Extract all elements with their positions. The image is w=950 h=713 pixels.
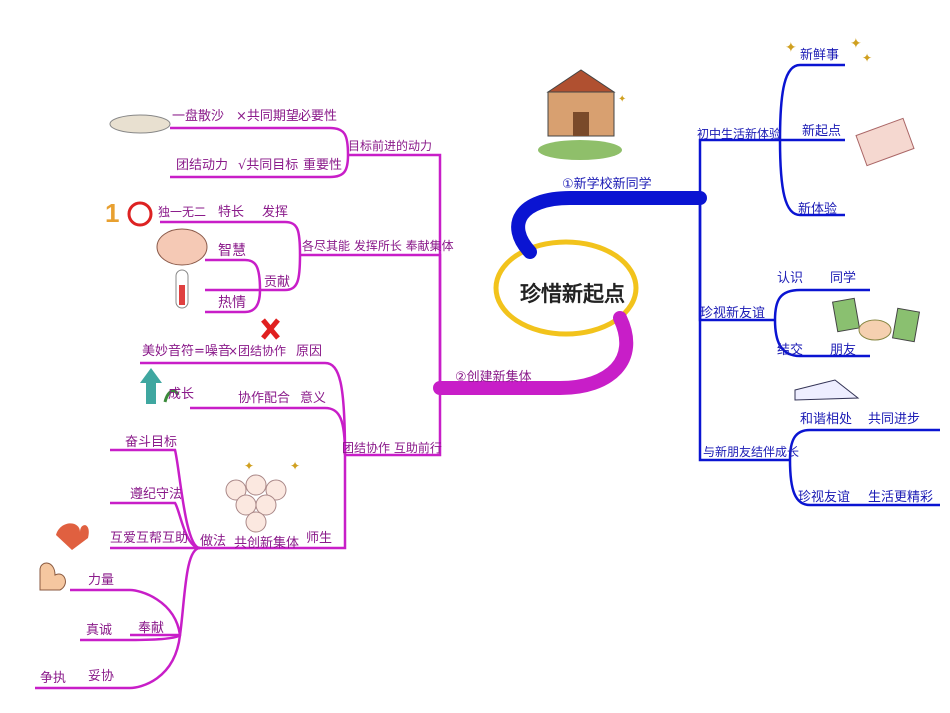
teacher-student-label: 师生 <box>306 531 333 546</box>
svg-text:✦: ✦ <box>785 40 797 56</box>
branch1-connector <box>511 191 707 259</box>
better-life-label: 生活更精彩 <box>868 490 934 505</box>
sand-pile-illustration <box>109 114 171 134</box>
stationery-illustration <box>855 117 915 167</box>
passion-label: 热情 <box>218 295 246 311</box>
cross-icon <box>261 318 280 340</box>
growth-label: 成长 <box>168 387 195 402</box>
strength-label: 力量 <box>88 573 115 588</box>
method-label: 做法 <box>200 534 227 549</box>
new-start-label: 新起点 <box>802 124 842 139</box>
thermometer-illustration <box>175 269 189 309</box>
school-illustration <box>538 69 622 160</box>
svg-text:✦: ✦ <box>244 459 254 473</box>
reason-label: 原因 <box>296 344 323 359</box>
unity-power-label: 团结动力 <box>176 158 229 173</box>
abilities-title: 各尽其能 发挥所长 奉献集体 <box>302 239 454 253</box>
svg-text:✦: ✦ <box>850 36 862 52</box>
wisdom-label: 智慧 <box>218 243 246 259</box>
struggle-goal-label: 奋斗目标 <box>125 435 178 450</box>
develop-label: 发挥 <box>262 205 289 220</box>
speciality-label: 特长 <box>218 205 245 220</box>
brain-illustration <box>156 228 208 266</box>
goal-motivation-title: 目标前进的动力 <box>348 139 433 153</box>
cooperation-title: 团结协作 互助前行 <box>342 441 442 455</box>
friend-label: 朋友 <box>830 343 857 358</box>
progress-together-label: 共同进步 <box>868 412 921 427</box>
dispute-label: 争执 <box>40 671 67 686</box>
contribute-label: 贡献 <box>264 275 291 290</box>
scattered-sand-label: 一盘散沙 <box>172 109 225 124</box>
unique-label: 独一无二 <box>158 205 207 219</box>
heart-leaf-icon <box>56 523 89 550</box>
no-cooperation-label: ×团结协作 <box>228 344 287 358</box>
sincerity-label: 真诚 <box>86 623 113 638</box>
know-label: 认识 <box>777 271 804 286</box>
common-goal-label: √共同目标 <box>238 158 299 173</box>
crowd-illustration <box>225 474 287 533</box>
necessity-label: 必要性 <box>298 109 338 124</box>
new-fresh-things-label: 新鲜事 <box>800 48 840 63</box>
classmate-label: 同学 <box>830 271 857 286</box>
build-collective-label: 共创新集体 <box>234 536 300 551</box>
handshake-illustration <box>831 297 921 343</box>
svg-text:1: 1 <box>105 198 119 228</box>
no-common-hope-label: ×共同期望 <box>236 109 299 124</box>
branch1-lines <box>698 63 940 507</box>
mutual-help-label: 互爱互帮互助 <box>110 531 189 546</box>
new-experience-label: 新体验 <box>798 202 838 217</box>
meaning-label: 意义 <box>300 391 327 406</box>
sparkle-icons: ✦ ✦ ✦ ✦ ✦ ✦ <box>244 36 872 473</box>
svg-text:✦: ✦ <box>290 459 300 473</box>
make-friends-label: 结交 <box>777 343 804 358</box>
branch1-sub1-title: 初中生活新体验 <box>697 127 782 141</box>
growth-arrow-icon <box>140 368 180 404</box>
branch2-title: ②创建新集体 <box>455 370 532 385</box>
train-illustration <box>794 379 860 401</box>
dedication-label: 奉献 <box>138 621 165 636</box>
coordination-label: 协作配合 <box>238 391 291 406</box>
svg-text:✦: ✦ <box>618 94 626 105</box>
branch1-sub2-title: 珍视新友谊 <box>700 306 766 321</box>
muscle-arm-icon <box>39 562 66 591</box>
branch1-sub3-title: 与新朋友结伴成长 <box>703 445 800 459</box>
branch2-lines <box>35 126 442 690</box>
harmony-label: 和谐相处 <box>800 412 853 427</box>
compromise-label: 妥协 <box>88 669 115 684</box>
center-ellipse <box>493 239 639 337</box>
center-topic: 珍惜新起点 <box>520 282 625 306</box>
noise-label: 美妙音符=噪音 <box>142 344 231 359</box>
obey-law-label: 遵纪守法 <box>130 487 183 502</box>
svg-text:✦: ✦ <box>862 51 872 65</box>
number-one-icon: 1 <box>105 198 153 228</box>
branch2-connector <box>433 311 634 395</box>
branch1-title: ①新学校新同学 <box>562 177 652 192</box>
cherish-friendship-label: 珍视友谊 <box>798 490 851 505</box>
importance-label: 重要性 <box>303 158 343 173</box>
